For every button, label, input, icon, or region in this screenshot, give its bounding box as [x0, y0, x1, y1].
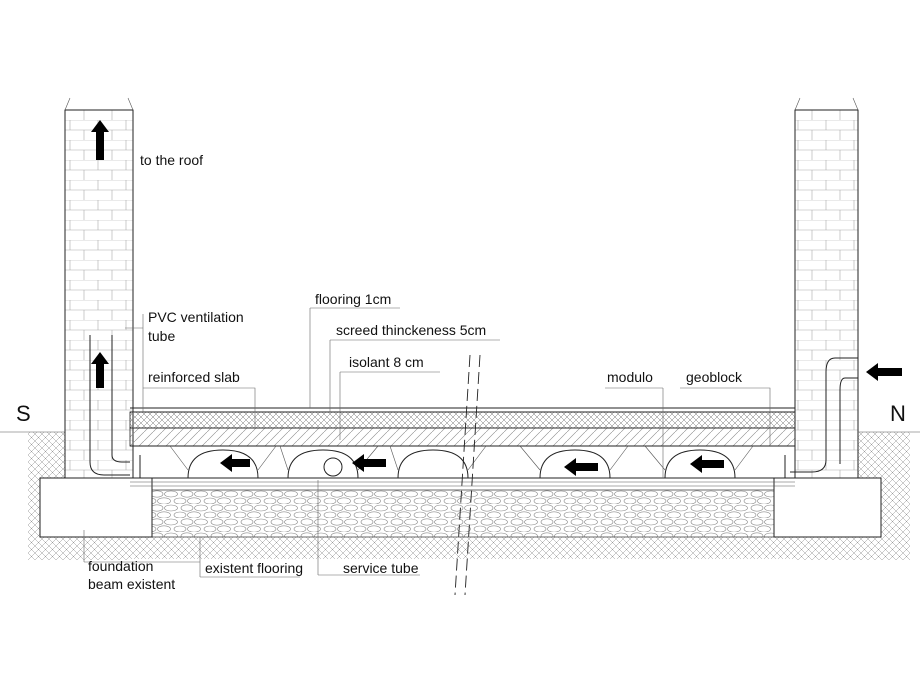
- arrow-icon: [91, 352, 109, 388]
- arrow-icon: [91, 120, 109, 160]
- label-isolant: isolant 8 cm: [349, 354, 424, 370]
- label-flooring: flooring 1cm: [315, 291, 391, 307]
- service-tube-circle: [323, 457, 343, 477]
- label-south: S: [16, 401, 31, 426]
- label-service-tube: service tube: [343, 560, 419, 576]
- foundation-beam-left: [39, 477, 153, 538]
- label-reinforced-slab: reinforced slab: [148, 369, 240, 385]
- pvc-ventilation-tube-north: [790, 357, 858, 473]
- arrow-icon: [690, 455, 724, 473]
- geoblock-modules: [130, 445, 795, 487]
- flooring-layer: [130, 407, 795, 413]
- label-existent-flooring: existent flooring: [205, 560, 303, 576]
- arrow-icon: [352, 454, 386, 472]
- label-foundation-line1: foundation: [88, 558, 153, 574]
- label-pvc-ventilation-line2: tube: [148, 328, 175, 344]
- existent-flooring-gravel: [151, 489, 775, 538]
- arrow-icon: [866, 363, 902, 381]
- break-line: [454, 354, 481, 596]
- foundation-beam-right: [773, 477, 882, 538]
- label-to-the-roof: to the roof: [140, 152, 203, 168]
- pvc-ventilation-tube-south: [89, 335, 130, 476]
- label-screed: screed thinckeness 5cm: [336, 322, 486, 338]
- arrow-icon: [564, 458, 598, 476]
- leader-lines: [83, 307, 771, 578]
- ground-soil-bottom: [28, 537, 910, 559]
- brick-wall-south: [64, 109, 134, 479]
- label-geoblock: geoblock: [686, 369, 743, 385]
- arrow-icon: [220, 454, 250, 472]
- label-modulo: modulo: [607, 369, 653, 385]
- label-north: N: [890, 401, 906, 426]
- label-pvc-ventilation-line1: PVC ventilation: [148, 309, 244, 325]
- label-foundation-line2: beam existent: [88, 576, 175, 592]
